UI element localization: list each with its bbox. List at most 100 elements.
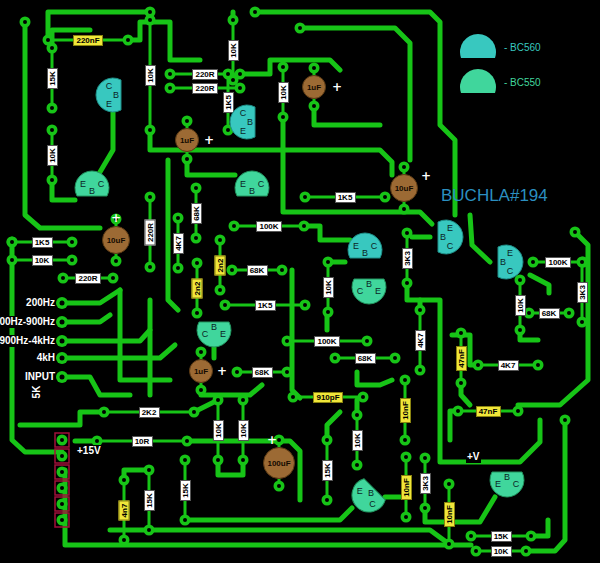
resistor: 1K5 [223,92,234,113]
pad-hole [50,178,54,182]
part-value: 2n2 [216,258,225,272]
solder-pad [228,15,239,26]
part-value: 68K [542,309,557,318]
pad-hole [285,339,289,343]
pin-letter: B [367,488,375,498]
pad-hole [355,413,359,417]
pad-hole [70,258,74,262]
solder-pad [47,125,58,136]
pad-hole [405,281,409,285]
pin-letter: B [210,322,218,332]
pad-hole [235,370,239,374]
pad-hole [404,515,408,519]
solder-pad [227,265,238,276]
solder-pad [322,495,333,506]
pad-hole [148,265,152,269]
solder-pad [415,305,426,316]
pin-letter: C [506,266,514,276]
solder-pad [420,503,431,514]
pad-hole [194,236,198,240]
part-value: 10K [229,43,238,58]
solder-pad [220,300,231,311]
pad-hole [238,86,242,90]
pad-hole [531,260,535,264]
resistor: 100K [314,336,340,347]
pad-hole [168,72,172,76]
pad-hole [580,320,584,324]
pad-hole [418,308,422,312]
pad-hole [303,303,307,307]
pad-hole [312,104,316,108]
pad-hole [383,195,387,199]
resistor: 15K [47,68,58,89]
part-value: 1uF [307,83,321,92]
solder-pad [277,265,288,276]
pad-hole [281,65,285,69]
part-value: 10nF [401,401,410,420]
resistor: 100K [545,257,571,268]
resistor: 4K7 [173,233,184,254]
solder-pad [189,407,200,418]
resistor: 10K [352,430,363,451]
pad-hole [469,534,473,538]
transistor: EBC [234,170,270,206]
solder-pad [215,285,226,296]
pad-hole [231,18,235,22]
part-value: 15K [145,493,154,508]
pin-letter: C [201,329,209,339]
part-value: 1K5 [258,301,273,310]
solder-pad [173,263,184,274]
resistor: 1K5 [255,300,276,311]
solder-pad [108,273,119,284]
resistor: 3K3 [577,282,588,303]
part-value: 1uF [180,136,194,145]
pad-hole [231,78,235,82]
solder-pad [288,392,299,403]
pad-hole [326,260,330,264]
solder-pad [111,256,122,267]
solder-pad [58,273,69,284]
solder-pad [145,15,156,26]
pad-hole [418,368,422,372]
solder-pad [215,235,226,246]
pad-hole [10,240,14,244]
transistor: EBC [428,219,464,255]
transistor-outline [75,171,109,196]
part-value: 1K5 [338,193,353,202]
pad-hole [183,518,187,522]
pad-hole [476,363,480,367]
solder-pad [402,228,413,239]
solder-pad [229,221,240,232]
swatch-shape [460,34,496,58]
solder-pad [165,83,176,94]
solder-pad [223,69,234,80]
resistor: 220R [192,83,218,94]
resistor: 10K [228,40,239,61]
pad-hole [168,86,172,90]
solder-pad [456,378,467,389]
pad-hole [302,224,306,228]
pin-letter: E [494,479,502,489]
solder-pad [533,360,544,371]
solder-pad [577,257,588,268]
solder-pad [99,407,110,418]
solder-pad [182,116,193,127]
film-capacitor: 2n2 [192,278,203,298]
solder-pad [274,481,285,492]
solder-pad [399,162,410,173]
solder-pad [191,233,202,244]
pad-hole [361,395,365,399]
part-value: 68K [192,206,201,221]
resistor: 10K [145,65,156,86]
part-value: 10uF [395,184,414,193]
pad-hole [223,303,227,307]
part-value: 3K3 [403,251,412,266]
solder-pad [453,406,464,417]
legend-swatch [458,67,498,97]
pad-hole [226,128,230,132]
solder-pad [119,475,130,486]
solder-pad [238,395,249,406]
part-value: 47nF [479,407,498,416]
solder-pad [145,192,156,203]
solder-pad [390,353,401,364]
